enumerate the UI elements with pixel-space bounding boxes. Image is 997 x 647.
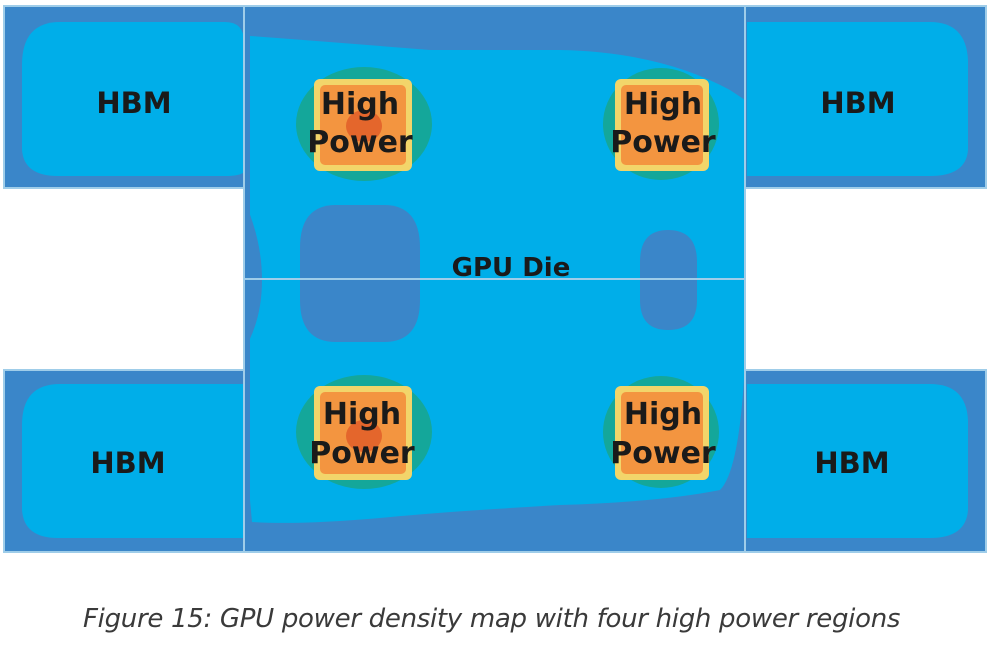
high-power-line2: Power xyxy=(610,436,716,471)
low-density-pocket xyxy=(300,205,420,342)
high-power-line1: High xyxy=(323,397,401,432)
high-power-line1: High xyxy=(624,397,702,432)
high-power-region-bottom-left: High Power xyxy=(296,375,432,489)
figure-caption: Figure 15: GPU power density map with fo… xyxy=(83,604,901,634)
high-power-line2: Power xyxy=(610,125,716,160)
high-power-region-bottom-right: High Power xyxy=(603,376,719,488)
high-power-region-top-left: High Power xyxy=(296,67,432,181)
hbm-label: HBM xyxy=(820,86,895,120)
gpu-die-label: GPU Die xyxy=(452,253,571,283)
hbm-top-left: HBM xyxy=(4,6,244,188)
hbm-bottom-left: HBM xyxy=(4,370,244,552)
high-power-line2: Power xyxy=(309,436,415,471)
hbm-label: HBM xyxy=(814,446,889,480)
high-power-region-top-right: High Power xyxy=(603,68,719,180)
high-power-line1: High xyxy=(321,87,399,122)
hbm-label: HBM xyxy=(90,446,165,480)
high-power-line2: Power xyxy=(307,125,413,160)
hbm-label: HBM xyxy=(96,86,171,120)
hbm-top-right: HBM xyxy=(745,6,986,188)
panel-borders xyxy=(3,5,987,553)
hbm-bottom-right: HBM xyxy=(745,370,986,552)
high-power-line1: High xyxy=(624,87,702,122)
